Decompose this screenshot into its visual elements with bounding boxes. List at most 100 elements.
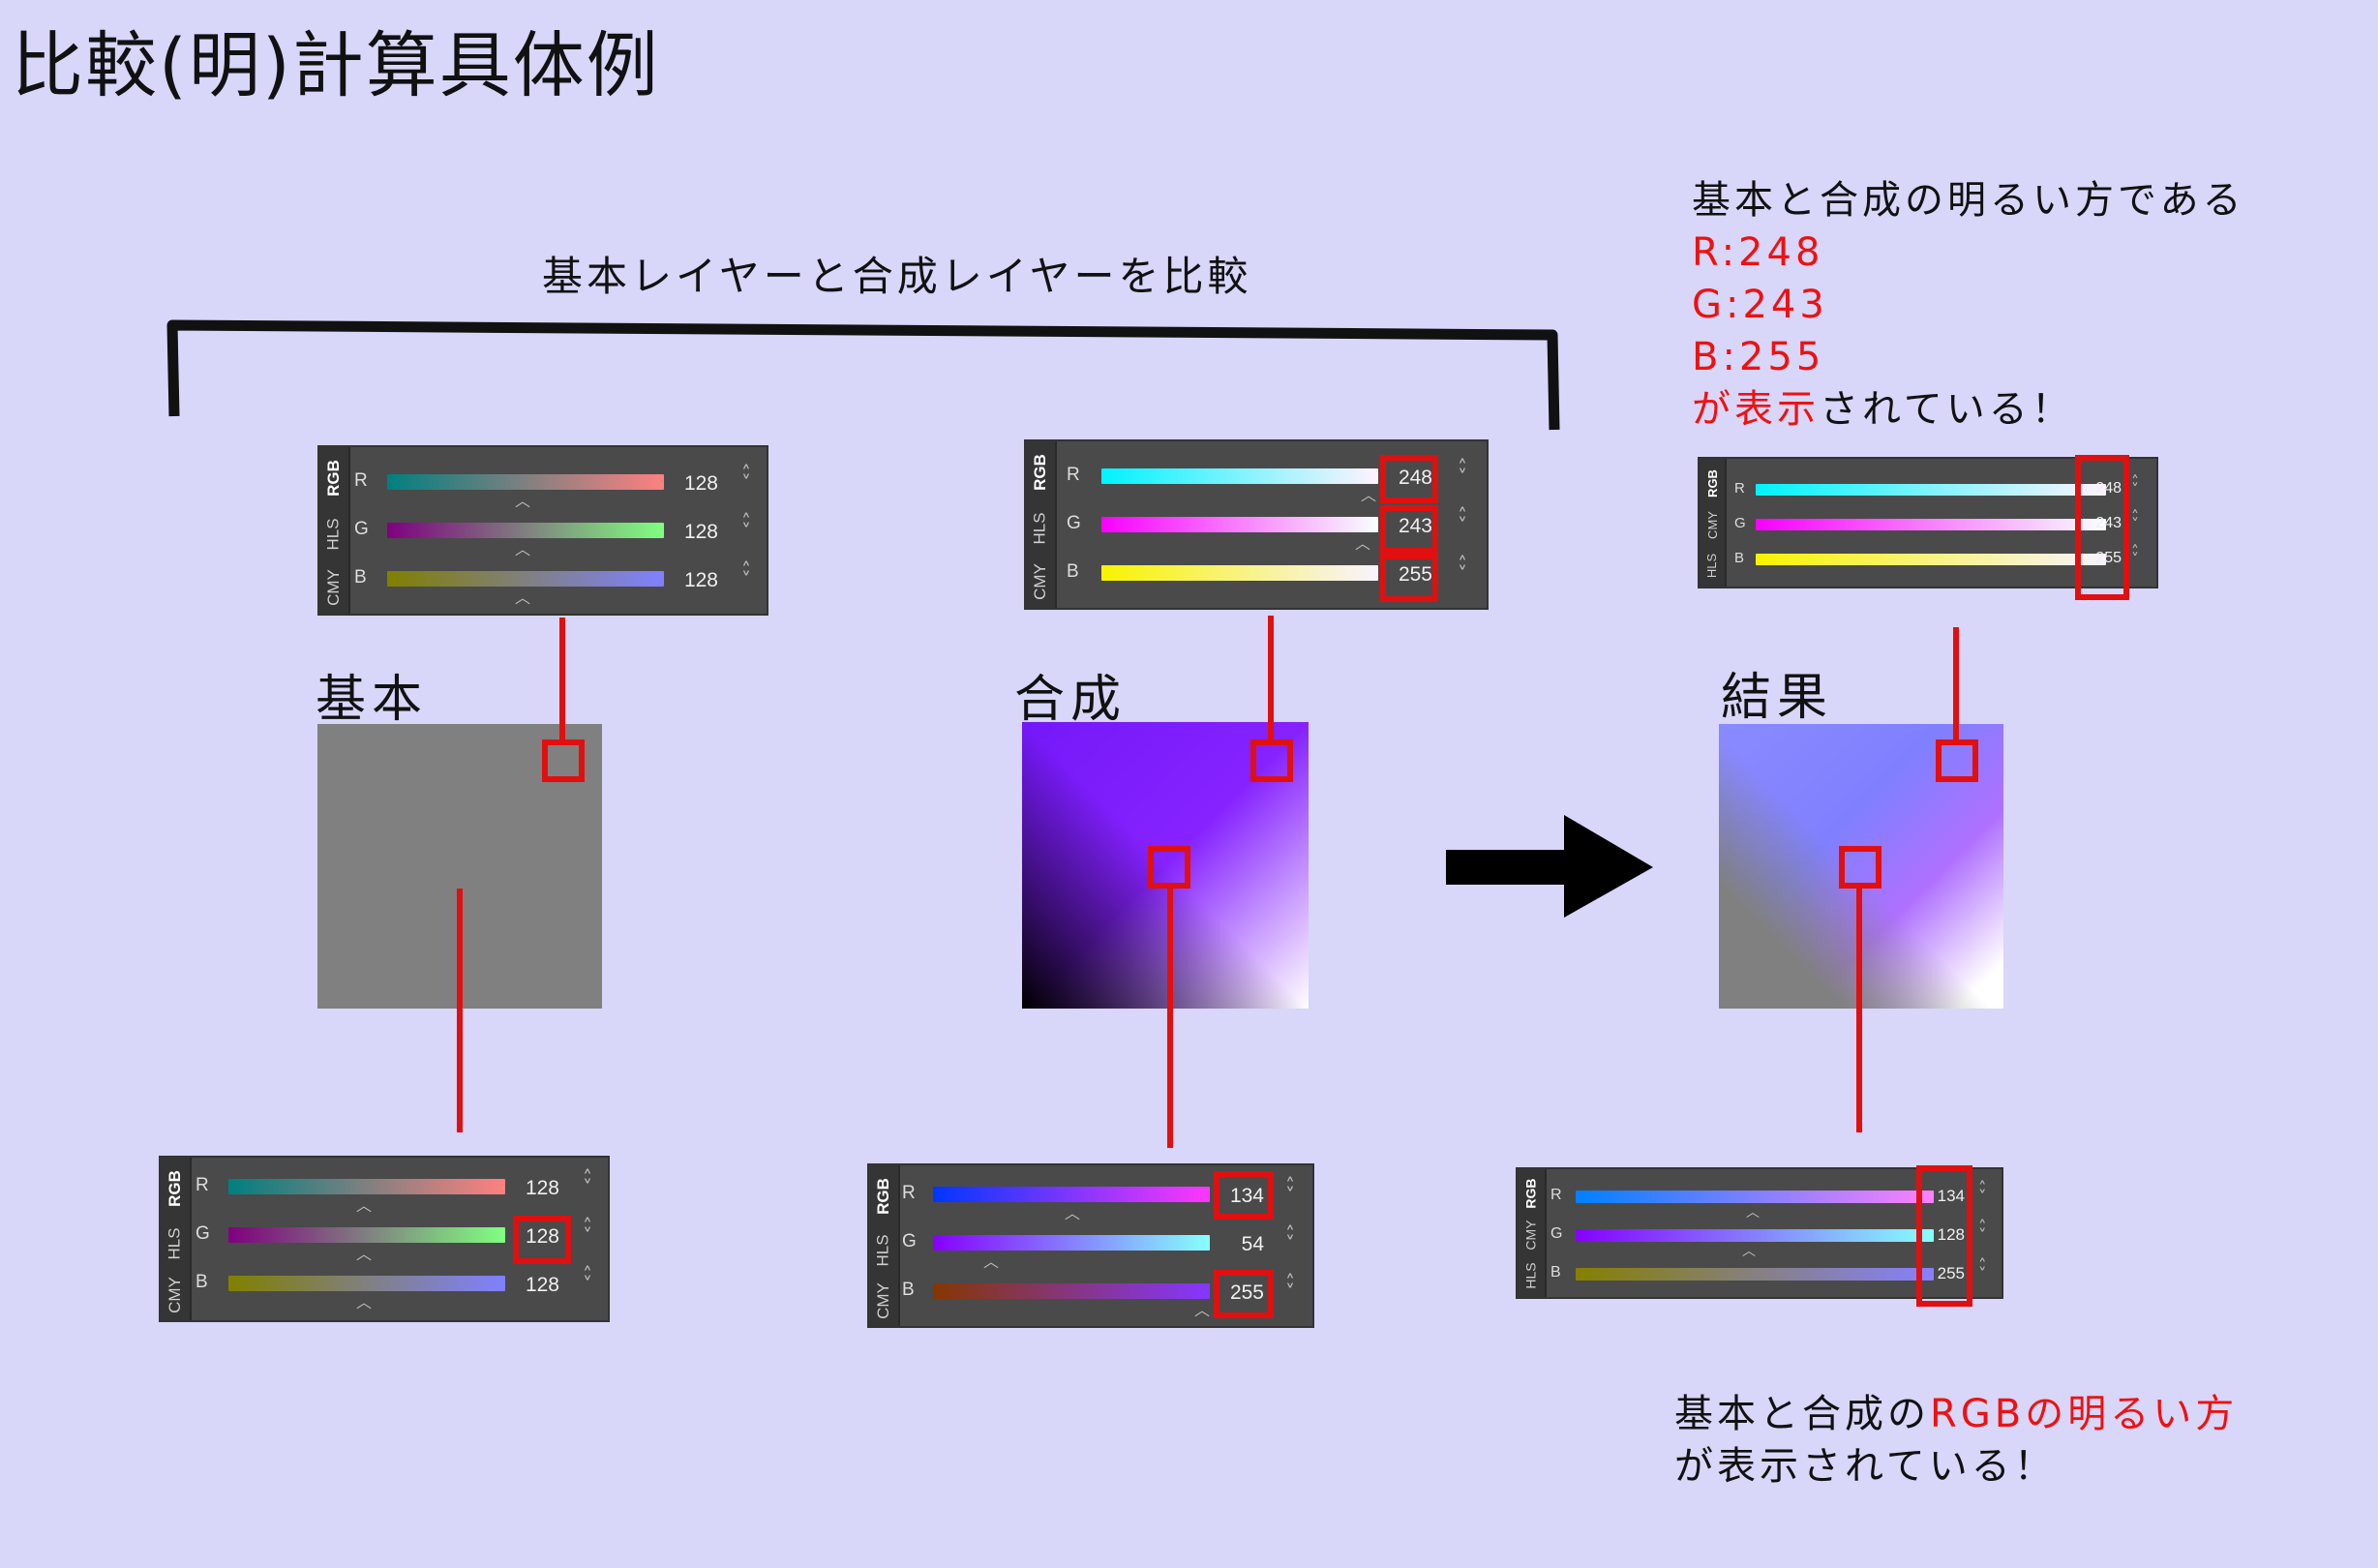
- value-b[interactable]: 255: [1398, 563, 1432, 586]
- spinner-icon[interactable]: ˄˅: [1978, 1218, 1987, 1246]
- tab-cmy[interactable]: HLS: [1704, 553, 1720, 578]
- slider-g[interactable]: [387, 523, 664, 538]
- tab-hls[interactable]: CMY: [1523, 1220, 1539, 1251]
- spinner-icon[interactable]: ˄˅: [1458, 553, 1467, 586]
- spinner-icon[interactable]: ˄˅: [1458, 456, 1467, 489]
- value-g[interactable]: 128: [525, 1225, 559, 1248]
- spinner-icon[interactable]: ˄˅: [1285, 1222, 1295, 1255]
- highlight-g: [1380, 505, 1438, 554]
- tab-cmy[interactable]: CMY: [324, 569, 343, 606]
- value-r[interactable]: 128: [683, 472, 718, 495]
- tab-rgb[interactable]: RGB: [1031, 454, 1049, 491]
- spinner-icon[interactable]: ˄˅: [741, 462, 751, 495]
- value-g[interactable]: 128: [1937, 1225, 1965, 1244]
- spinner-icon[interactable]: ˄˅: [1978, 1256, 1987, 1284]
- spinner-icon[interactable]: ˄˅: [1285, 1174, 1295, 1207]
- spinner-icon[interactable]: ˄˅: [583, 1263, 592, 1296]
- slider-b[interactable]: [1576, 1268, 1934, 1281]
- value-g[interactable]: 243: [2095, 515, 2122, 531]
- color-panel-base-bottom: RGB HLS CMY R ︿ 128 ˄˅ G ︿ 128 ˄˅ B ︿ 12…: [159, 1156, 610, 1322]
- spinner-icon[interactable]: ˄˅: [1978, 1179, 1987, 1207]
- slider-g[interactable]: [1756, 519, 2106, 530]
- slider-b[interactable]: [933, 1283, 1210, 1299]
- value-r[interactable]: 248: [2095, 480, 2122, 497]
- spinner-icon[interactable]: ˄˅: [1458, 504, 1467, 537]
- note-bottom-line1: 基本と合成のRGBの明るい方: [1674, 1388, 2238, 1440]
- slider-r[interactable]: [1101, 468, 1378, 484]
- tab-hls[interactable]: CMY: [1704, 510, 1720, 539]
- note-top-g: G:243: [1692, 283, 1828, 327]
- channel-label: G: [354, 519, 369, 539]
- panel-tabs: RGB CMY HLS: [1700, 459, 1727, 587]
- slider-r[interactable]: [1756, 484, 2106, 496]
- tab-hls[interactable]: HLS: [166, 1227, 185, 1260]
- slider-g[interactable]: [1101, 517, 1378, 532]
- spinner-icon[interactable]: ˄˅: [1285, 1271, 1295, 1304]
- spinner-icon[interactable]: ˄˅: [2131, 542, 2139, 568]
- caret-up-icon: ︿: [356, 1245, 373, 1263]
- value-b[interactable]: 255: [1937, 1264, 1965, 1282]
- blend-sample-mid: [1148, 846, 1190, 889]
- slider-r[interactable]: [387, 474, 664, 490]
- value-r[interactable]: 134: [1229, 1185, 1264, 1207]
- spinner-icon[interactable]: ˄˅: [583, 1215, 592, 1248]
- color-panel-blend-top: RGB HLS CMY R ︿ 248 ˄˅ G ︿ 243 ˄˅ B 255 …: [1024, 439, 1489, 610]
- caret-up-icon: ︿: [1065, 1204, 1081, 1222]
- caret-up-icon: ︿: [1746, 1205, 1760, 1221]
- spinner-icon[interactable]: ˄˅: [2131, 472, 2139, 498]
- connector-blend-bottom: [1167, 887, 1173, 1148]
- connector-result-bottom: [1856, 887, 1862, 1132]
- value-b[interactable]: 255: [2095, 550, 2122, 566]
- highlight-b: [1214, 1270, 1274, 1318]
- tab-cmy[interactable]: CMY: [874, 1282, 892, 1319]
- slider-g[interactable]: [1576, 1229, 1934, 1242]
- right-arrow-icon: [1446, 815, 1653, 918]
- value-g[interactable]: 243: [1398, 515, 1432, 537]
- note-bottom: 基本と合成のRGBの明るい方 が表示されている！: [1674, 1388, 2238, 1493]
- spinner-icon[interactable]: ˄˅: [583, 1166, 592, 1199]
- slider-r[interactable]: [1576, 1191, 1934, 1203]
- tab-rgb[interactable]: RGB: [1704, 468, 1720, 498]
- slider-b[interactable]: [387, 571, 664, 587]
- value-g[interactable]: 54: [1241, 1233, 1264, 1255]
- slider-b[interactable]: [228, 1276, 505, 1291]
- channel-label: G: [1550, 1225, 1563, 1242]
- spinner-icon[interactable]: ˄˅: [741, 558, 751, 591]
- highlight-g: [513, 1216, 571, 1264]
- slider-g[interactable]: [933, 1235, 1210, 1251]
- spinner-icon[interactable]: ˄˅: [2131, 507, 2139, 533]
- value-b[interactable]: 128: [525, 1274, 559, 1296]
- tab-hls[interactable]: HLS: [874, 1234, 893, 1267]
- tab-hls[interactable]: HLS: [324, 518, 344, 551]
- tab-rgb[interactable]: RGB: [874, 1178, 892, 1215]
- slider-b[interactable]: [1101, 565, 1378, 581]
- caret-up-icon: ︿: [356, 1196, 373, 1215]
- connector-blend-top: [1268, 616, 1274, 741]
- slider-r[interactable]: [933, 1187, 1210, 1202]
- tab-cmy[interactable]: HLS: [1522, 1262, 1539, 1289]
- value-r[interactable]: 128: [525, 1177, 559, 1199]
- note-top: 基本と合成の明るい方である R:248 G:243 B:255 が表示されている…: [1692, 174, 2245, 436]
- value-g[interactable]: 128: [683, 521, 718, 543]
- channel-label: B: [1550, 1264, 1561, 1281]
- spinner-icon[interactable]: ˄˅: [741, 510, 751, 543]
- channel-label: B: [902, 1280, 915, 1300]
- bracket-caption: 基本レイヤーと合成レイヤーを比較: [542, 253, 1252, 300]
- channel-label: B: [1734, 550, 1745, 566]
- tab-rgb[interactable]: RGB: [324, 460, 343, 497]
- value-r[interactable]: 134: [1937, 1187, 1965, 1205]
- tab-cmy[interactable]: CMY: [166, 1277, 184, 1313]
- caret-up-icon: ︿: [1742, 1244, 1756, 1259]
- highlight-r: [1214, 1171, 1274, 1220]
- tab-rgb[interactable]: RGB: [166, 1170, 184, 1207]
- slider-r[interactable]: [228, 1179, 505, 1194]
- value-b[interactable]: 128: [683, 569, 718, 591]
- slider-b[interactable]: [1756, 554, 2106, 565]
- value-b[interactable]: 255: [1229, 1282, 1264, 1304]
- tab-rgb[interactable]: RGB: [1523, 1178, 1539, 1209]
- tab-hls[interactable]: HLS: [1031, 512, 1050, 545]
- tab-cmy[interactable]: CMY: [1031, 563, 1049, 600]
- value-r[interactable]: 248: [1398, 467, 1432, 489]
- result-sample-mid: [1839, 846, 1881, 889]
- slider-g[interactable]: [228, 1227, 505, 1243]
